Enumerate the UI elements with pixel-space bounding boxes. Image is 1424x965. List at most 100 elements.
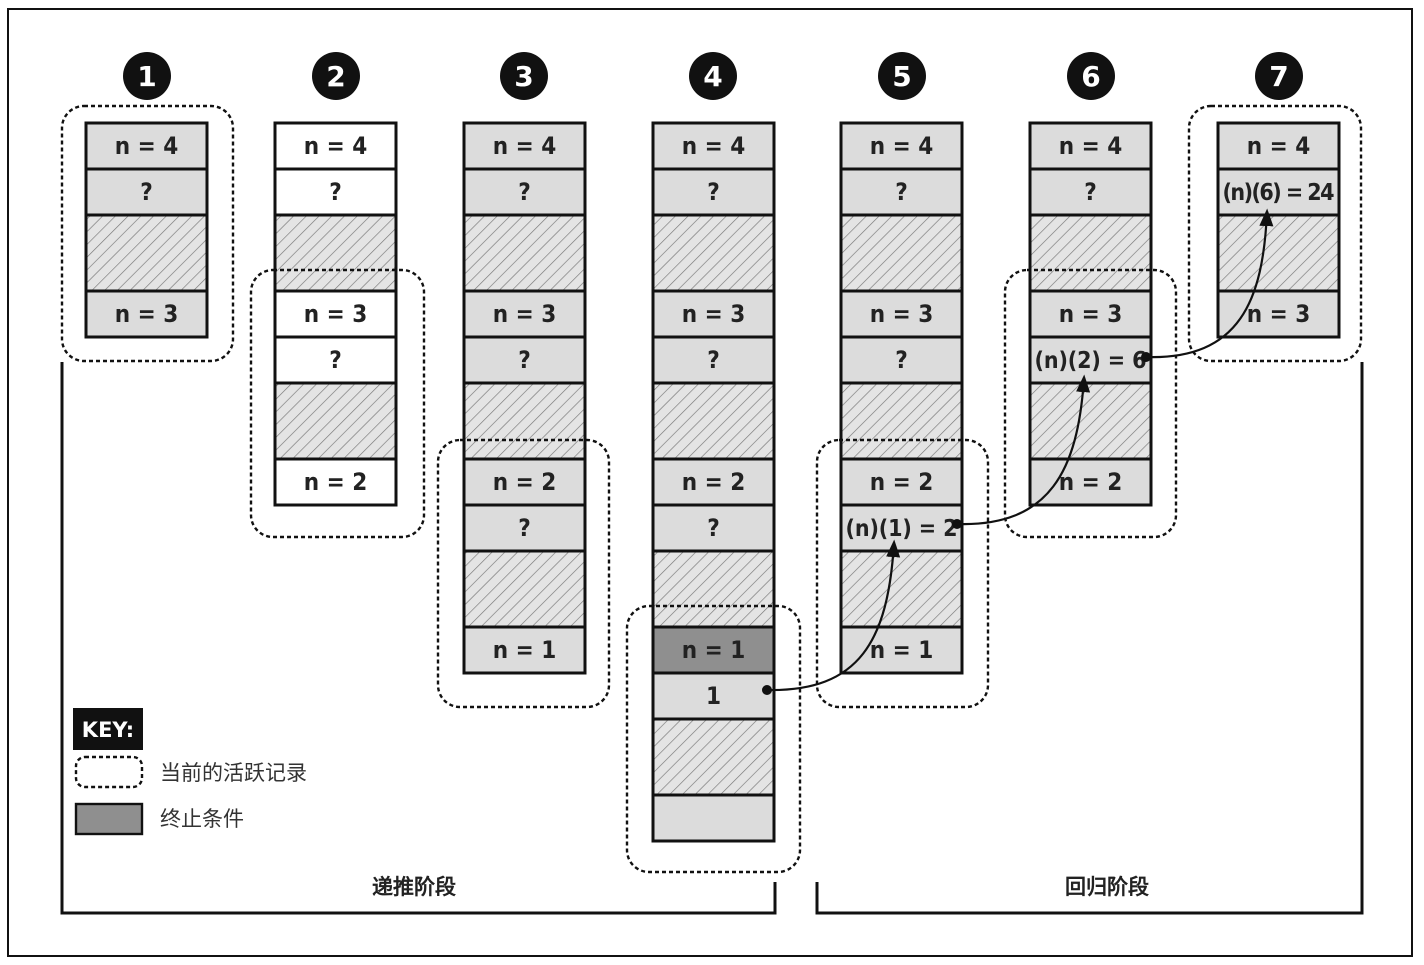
legend-active-record-swatch <box>74 755 144 789</box>
step-badge-5: 5 <box>878 52 926 100</box>
active-record-outline-1 <box>60 104 235 363</box>
stack-cell: n = 3 <box>462 289 587 339</box>
stack-cell: ? <box>839 335 964 385</box>
step-badge-1: 1 <box>123 52 171 100</box>
stack-cell-label: (n)(2) = 6 <box>1035 348 1147 374</box>
stack-cell-label: n = 1 <box>682 636 746 664</box>
stack-cell: n = 1 <box>651 625 776 675</box>
stack-cell-label: n = 2 <box>682 468 746 496</box>
stack-column-4: n = 4?n = 3?n = 2?n = 11 <box>651 121 776 843</box>
stack-frame-gap <box>651 213 776 293</box>
legend-title-box <box>73 708 143 750</box>
stack-cell-label: n = 3 <box>870 300 934 328</box>
stack-cell: n = 4 <box>273 121 398 171</box>
stack-cell-label: ? <box>329 346 342 374</box>
stack-cell-label: n = 4 <box>493 132 557 160</box>
recursion-phase-label: 递推阶段 <box>372 875 456 899</box>
stack-frame-gap <box>651 549 776 629</box>
stack-cell-label: ? <box>518 514 531 542</box>
stack-cell-label: (n)(1) = 2 <box>846 516 958 542</box>
stack-cell-label: ? <box>895 178 908 206</box>
stack-cell-label: ? <box>518 178 531 206</box>
active-record-outline-6 <box>1003 268 1178 539</box>
active-record-outlines <box>60 104 1363 874</box>
stack-frame-gap <box>462 549 587 629</box>
step-badge-2: 2 <box>312 52 360 100</box>
stack-cell: (n)(2) = 6 <box>1028 335 1153 385</box>
stack-frame-gap <box>1028 381 1153 461</box>
stack-cell: ? <box>1028 167 1153 217</box>
return-arrow-4-to-5 <box>766 539 901 692</box>
svg-text:5: 5 <box>892 60 911 93</box>
stack-frame-gap <box>462 213 587 293</box>
stack-cell-label: n = 2 <box>304 468 368 496</box>
step-badge-3: 3 <box>500 52 548 100</box>
step-badge-7: 7 <box>1255 52 1303 100</box>
stack-cell-label: n = 2 <box>493 468 557 496</box>
stack-cell-label: n = 3 <box>682 300 746 328</box>
stack-frame-gap <box>462 381 587 461</box>
diagram-frame <box>7 8 1413 957</box>
step-badge-6: 6 <box>1067 52 1115 100</box>
stack-cell: n = 2 <box>273 457 398 507</box>
legend-active-record-label: 当前的活跃记录 <box>160 761 307 785</box>
return-value-arrows <box>762 208 1274 695</box>
stack-cell: (n)(6) = 24 <box>1216 167 1341 217</box>
stack-cell: ? <box>462 503 587 553</box>
stack-cell-label: ? <box>329 178 342 206</box>
legend-terminal-swatch <box>74 802 144 836</box>
stack-cell: ? <box>651 167 776 217</box>
stack-cell-label: ? <box>140 178 153 206</box>
stack-cell: 1 <box>651 671 776 721</box>
stack-cell: ? <box>273 167 398 217</box>
stack-cell-label: ? <box>895 346 908 374</box>
stack-cell-label: n = 1 <box>870 636 934 664</box>
stack-cell <box>651 793 776 843</box>
svg-text:3: 3 <box>514 60 533 93</box>
stack-cell: ? <box>839 167 964 217</box>
stack-cell: n = 2 <box>651 457 776 507</box>
recursion-phase-bracket <box>60 362 777 915</box>
stack-cell: n = 3 <box>839 289 964 339</box>
stack-cell: n = 3 <box>273 289 398 339</box>
stack-cell: n = 3 <box>1028 289 1153 339</box>
stack-column-5: n = 4?n = 3?n = 2(n)(1) = 2n = 1 <box>839 121 964 675</box>
stack-frame-gap <box>839 381 964 461</box>
stack-columns: n = 4? n = 3 n = 4? n = 3? n = 2 n = 4? n = 3?… <box>84 121 1341 843</box>
stack-column-3: n = 4? n = 3? n = 2? n = 1 <box>462 121 587 675</box>
return-arrow-5-to-6 <box>956 374 1091 526</box>
active-record-outline-5 <box>815 438 990 709</box>
stack-cell-label: ? <box>1084 178 1097 206</box>
stack-cell-label: n = 2 <box>870 468 934 496</box>
stack-cell: ? <box>462 335 587 385</box>
stack-frame-gap <box>273 213 398 293</box>
stack-cell: n = 1 <box>462 625 587 675</box>
phase-brackets: 递推阶段 回归阶段 <box>60 362 1364 915</box>
legend-terminal-label: 终止条件 <box>160 807 244 831</box>
stack-frame-gap <box>1028 213 1153 293</box>
stack-cell: n = 4 <box>462 121 587 171</box>
stack-cell-label: (n)(6) = 24 <box>1223 180 1335 206</box>
stack-cell: n = 4 <box>1028 121 1153 171</box>
stack-frame-gap <box>651 717 776 797</box>
stack-frame-gap <box>839 549 964 629</box>
stack-cell-label: ? <box>707 346 720 374</box>
stack-cell-label: n = 4 <box>1059 132 1123 160</box>
stack-cell-label: n = 4 <box>304 132 368 160</box>
stack-cell: ? <box>84 167 209 217</box>
stack-cell-label: n = 3 <box>1247 300 1311 328</box>
stack-cell: n = 4 <box>1216 121 1341 171</box>
stack-cell-label: n = 2 <box>1059 468 1123 496</box>
stack-cell-label: n = 1 <box>493 636 557 664</box>
stack-cell-label: n = 4 <box>1247 132 1311 160</box>
step-badge-4: 4 <box>689 52 737 100</box>
stack-cell: ? <box>462 167 587 217</box>
stack-cell-label: ? <box>518 346 531 374</box>
legend: KEY: 当前的活跃记录 终止条件 <box>73 708 307 836</box>
stack-frame-gap <box>1216 213 1341 293</box>
active-record-outline-3 <box>436 438 611 709</box>
svg-text:6: 6 <box>1081 60 1100 93</box>
active-record-outline-2 <box>249 268 426 539</box>
active-record-outline-7 <box>1187 104 1363 363</box>
